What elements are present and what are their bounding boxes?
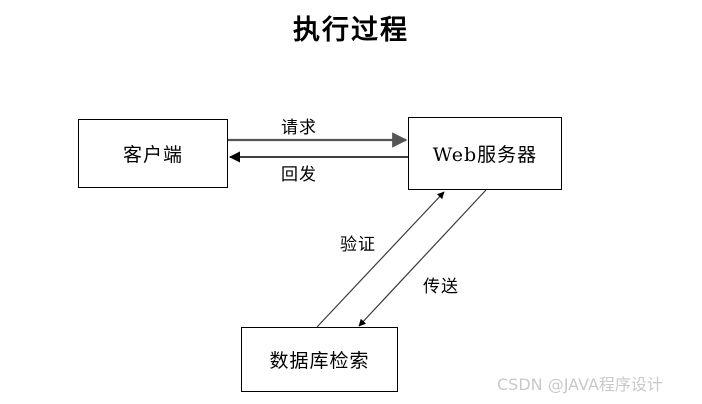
node-client-label: 客户端 <box>122 144 183 166</box>
watermark: CSDN @JAVA程序设计 <box>497 375 663 394</box>
edge-label-postback: 回发 <box>281 165 317 185</box>
edge-verify-line <box>316 191 445 328</box>
page-title: 执行过程 <box>293 15 409 46</box>
edge-label-verify: 验证 <box>340 235 376 255</box>
edge-label-request: 请求 <box>281 118 317 138</box>
edge-transmit-line <box>358 189 487 327</box>
node-webserver-label: Web服务器 <box>432 144 538 166</box>
edge-label-transmit: 传送 <box>423 277 459 297</box>
node-database[interactable]: 数据库检索 <box>241 327 398 392</box>
node-database-label: 数据库检索 <box>269 350 370 372</box>
node-webserver[interactable]: Web服务器 <box>408 117 562 190</box>
node-client[interactable]: 客户端 <box>78 119 228 188</box>
